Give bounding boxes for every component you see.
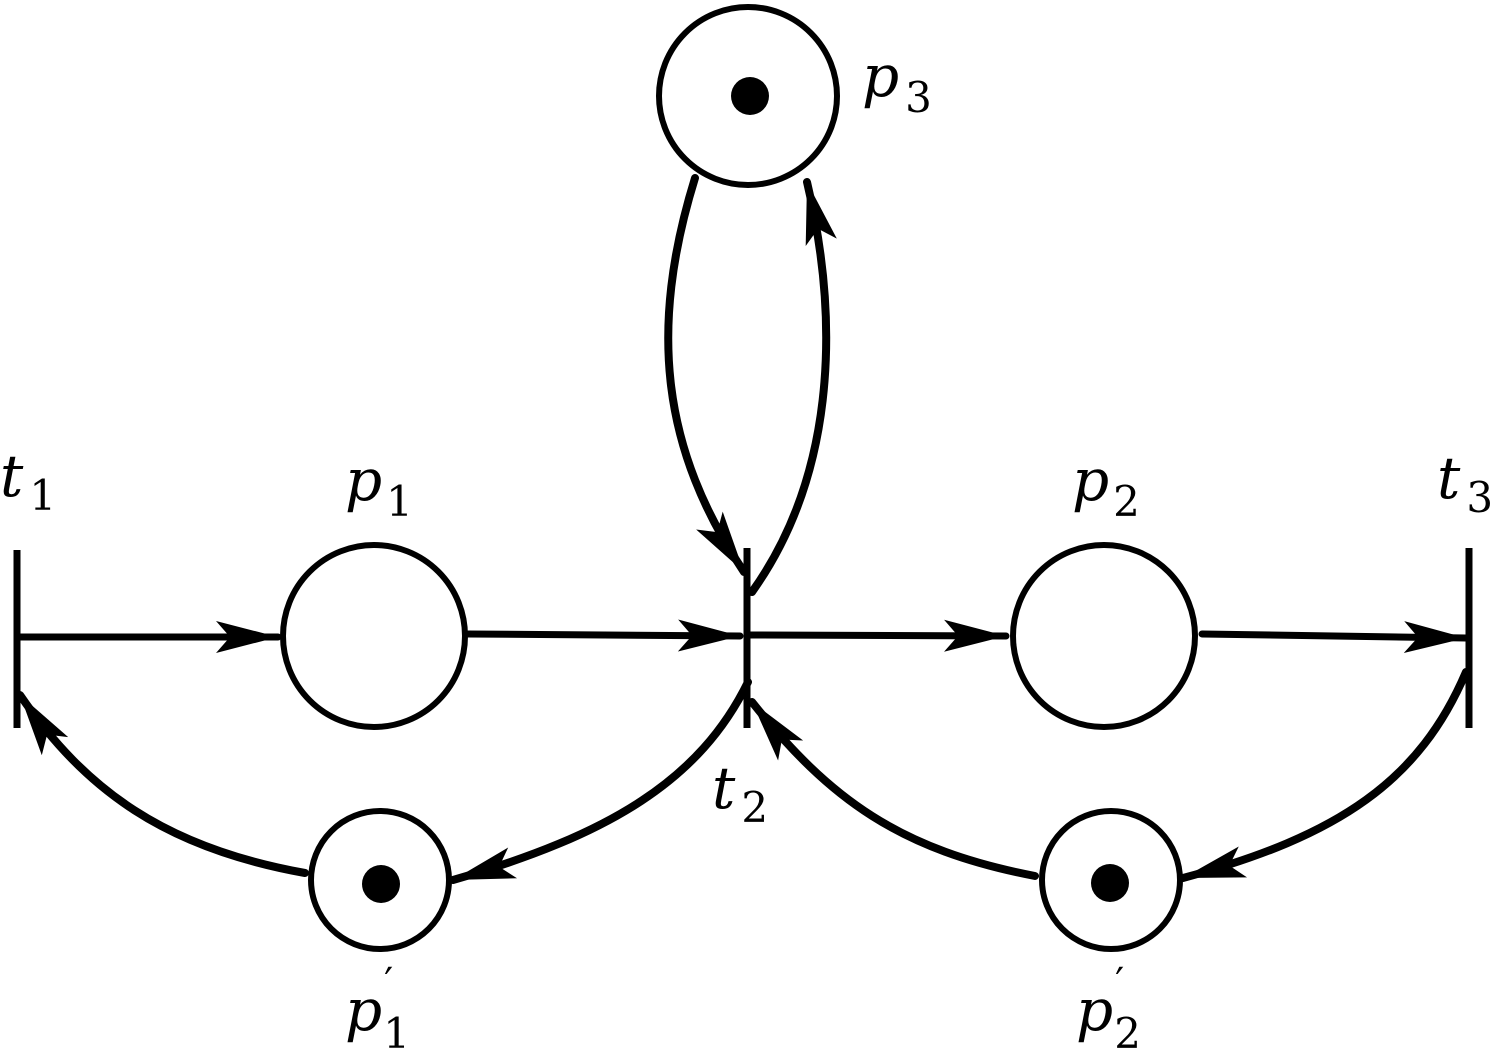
- arc-p2-to-t3: [1198, 621, 1470, 654]
- label-t2-sub: 2: [741, 783, 768, 832]
- token-p1prime: [362, 865, 400, 903]
- label-t3-main: t: [1437, 444, 1461, 512]
- label-p1prime: p′1: [345, 960, 410, 1055]
- label-p3-main: p: [862, 42, 899, 110]
- arc-p1prime-to-t1: [16, 691, 309, 877]
- label-p1: p1: [345, 446, 413, 526]
- label-p2prime-prime: ′: [1115, 960, 1124, 1006]
- token-p3: [731, 77, 769, 115]
- label-p2prime: p′2: [1076, 960, 1141, 1055]
- label-t1-sub: 1: [29, 471, 56, 520]
- arc-t2-to-p3: [748, 178, 837, 596]
- place-p2prime: [1039, 808, 1183, 952]
- label-p2-sub: 2: [1113, 477, 1140, 526]
- place-p1-circle: [280, 542, 468, 730]
- label-p1prime-main: p: [345, 976, 382, 1044]
- place-p2: [1010, 542, 1198, 730]
- label-p1prime-prime: ′: [384, 960, 393, 1006]
- label-p2prime-sub: 2: [1114, 1009, 1141, 1055]
- arc-p2prime-to-t2: [748, 698, 1039, 880]
- label-p2prime-main: p: [1076, 976, 1113, 1044]
- label-p1-main: p: [345, 446, 382, 514]
- label-p2: p2: [1072, 446, 1140, 526]
- label-p1-sub: 1: [386, 477, 413, 526]
- place-p1: [280, 542, 468, 730]
- place-p3: [656, 4, 840, 188]
- place-p1prime: [308, 808, 452, 952]
- label-t1-main: t: [0, 442, 24, 510]
- label-t2-main: t: [712, 754, 736, 822]
- label-p1prime-sub: 1: [383, 1009, 410, 1055]
- token-p2prime: [1091, 864, 1129, 902]
- label-p3-sub: 3: [905, 73, 932, 122]
- place-p2-circle: [1010, 542, 1198, 730]
- arc-t2-to-p1prime: [449, 678, 752, 884]
- arc-t3-to-p2prime: [1179, 668, 1470, 882]
- arc-p1-to-t2: [464, 619, 744, 652]
- arc-p3-to-t2: [664, 174, 748, 576]
- label-p2-main: p: [1072, 446, 1109, 514]
- arc-t2-to-p2: [744, 619, 1010, 652]
- label-t3-sub: 3: [1466, 473, 1493, 522]
